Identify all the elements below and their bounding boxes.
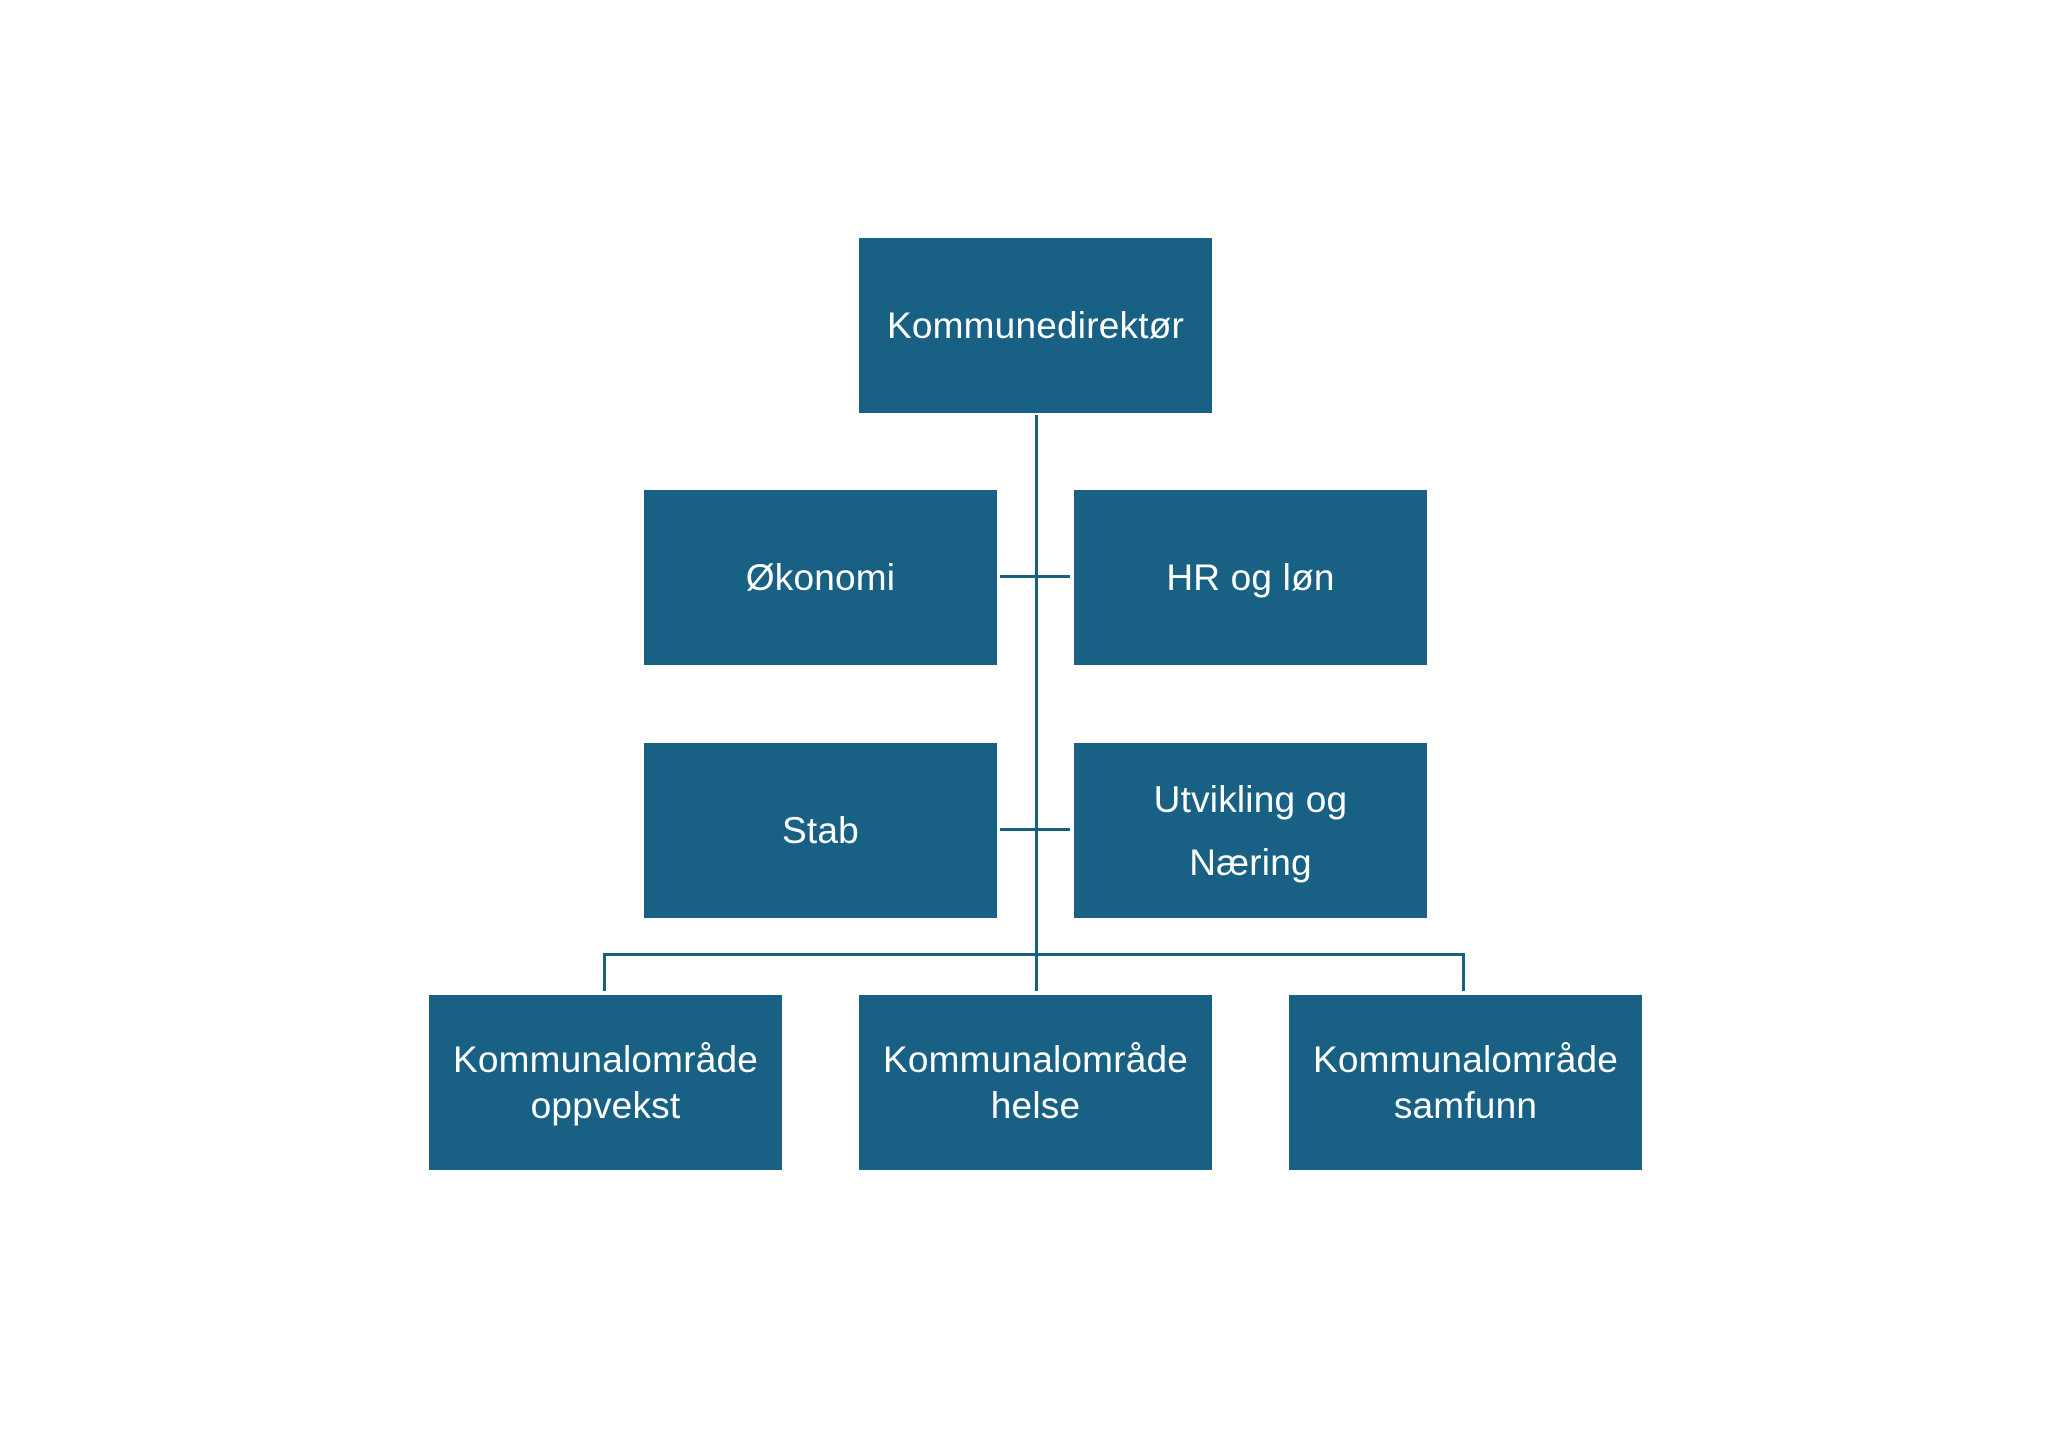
box-label: Kommunalområde samfunn bbox=[1312, 1038, 1619, 1126]
connector-area-right bbox=[1462, 953, 1465, 991]
box-kommunalomrade-oppvekst[interactable]: Kommunalområde oppvekst bbox=[429, 995, 782, 1170]
box-hr-og-lon[interactable]: HR og løn bbox=[1074, 490, 1427, 665]
connector-staff-row2 bbox=[1000, 828, 1070, 831]
box-label: Kommunedirektør bbox=[886, 304, 1185, 346]
connector-area-left bbox=[603, 953, 606, 991]
connector-staff-row1 bbox=[1000, 575, 1070, 578]
connector-areas-horizontal bbox=[603, 953, 1465, 956]
box-kommunalomrade-helse[interactable]: Kommunalområde helse bbox=[859, 995, 1212, 1170]
box-label: Kommunalområde helse bbox=[882, 1038, 1189, 1126]
box-label: Kommunalområde oppvekst bbox=[452, 1038, 759, 1126]
box-label: Stab bbox=[782, 809, 859, 851]
box-utvikling-og-naering[interactable]: Utvikling og Næring bbox=[1074, 743, 1427, 918]
box-okonomi[interactable]: Økonomi bbox=[644, 490, 997, 665]
box-label: Økonomi bbox=[745, 556, 896, 598]
box-label: Utvikling og Næring bbox=[1153, 778, 1348, 883]
box-label: HR og løn bbox=[1166, 556, 1335, 598]
box-stab[interactable]: Stab bbox=[644, 743, 997, 918]
box-kommunalomrade-samfunn[interactable]: Kommunalområde samfunn bbox=[1289, 995, 1642, 1170]
connector-main-vertical bbox=[1035, 415, 1038, 991]
box-kommunedirektor[interactable]: Kommunedirektør bbox=[859, 238, 1212, 413]
